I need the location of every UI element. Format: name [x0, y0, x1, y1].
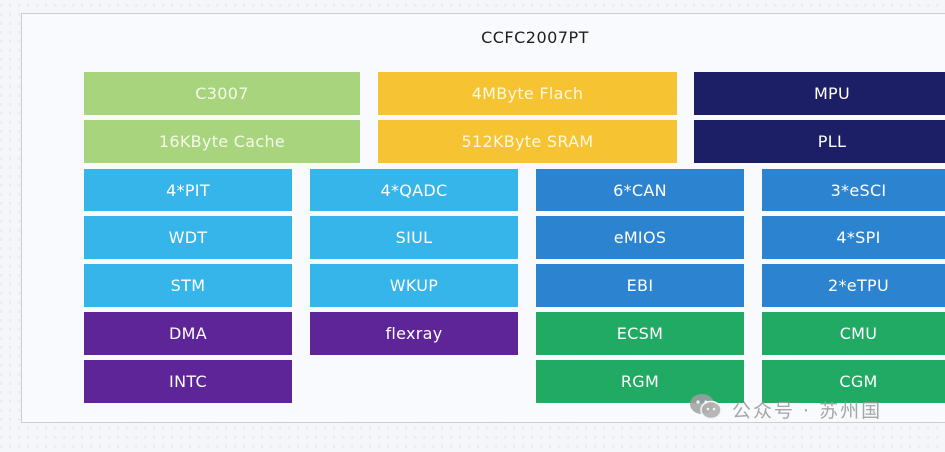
block-dma: DMA	[84, 312, 292, 355]
block-spi: 4*SPI	[762, 216, 945, 259]
block-emios: eMIOS	[536, 216, 744, 259]
block-pit: 4*PIT	[84, 169, 292, 211]
block-intc: INTC	[84, 360, 292, 403]
block-cgm: CGM	[762, 360, 945, 403]
watermark: 公众号 · 苏州国	[688, 392, 882, 427]
block-can: 6*CAN	[536, 169, 744, 211]
block-pll: PLL	[694, 120, 945, 163]
block-esci: 3*eSCI	[762, 169, 945, 211]
block-etpu: 2*eTPU	[762, 264, 945, 307]
block-cmu: CMU	[762, 312, 945, 355]
block-wkup: WKUP	[310, 264, 518, 307]
watermark-text: 公众号 · 苏州国	[732, 400, 883, 422]
block-flash: 4MByte Flach	[378, 72, 677, 115]
chip-title: CCFC2007PT	[481, 28, 589, 47]
block-qadc: 4*QADC	[310, 169, 518, 211]
block-mpu: MPU	[694, 72, 945, 115]
block-stm: STM	[84, 264, 292, 307]
block-siul: SIUL	[310, 216, 518, 259]
block-wdt: WDT	[84, 216, 292, 259]
block-sram: 512KByte SRAM	[378, 120, 677, 163]
block-ebi: EBI	[536, 264, 744, 307]
block-rgm: RGM	[536, 360, 744, 403]
block-flexray: flexray	[310, 312, 518, 355]
block-c3007: C3007	[84, 72, 360, 115]
wechat-icon	[688, 392, 732, 427]
block-cache: 16KByte Cache	[84, 120, 360, 163]
block-ecsm: ECSM	[536, 312, 744, 355]
